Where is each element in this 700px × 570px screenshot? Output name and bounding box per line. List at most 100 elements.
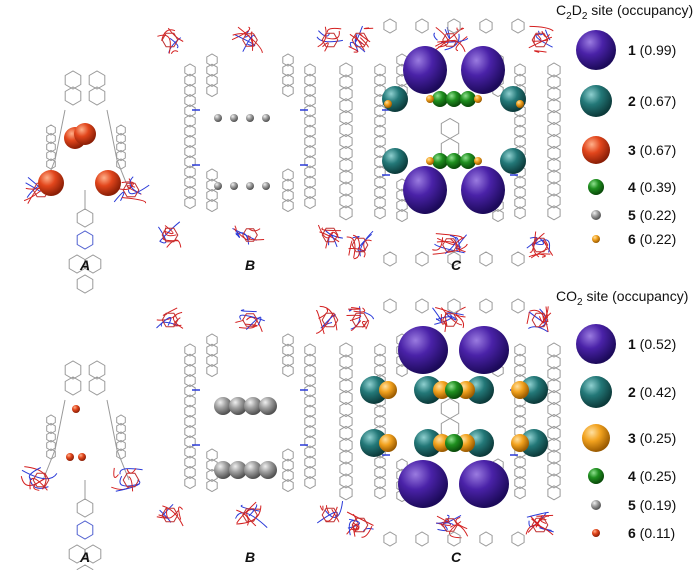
benzene-ring [184,114,196,128]
benzene-ring [304,445,316,459]
ligand-bond [316,36,343,43]
benzene-ring [46,149,56,162]
site-sphere-green [446,91,462,107]
benzene-ring [184,353,196,367]
benzene-ring [304,363,316,377]
benzene-ring [76,208,94,228]
benzene-ring [116,422,126,435]
benzene-ring [547,413,561,429]
benzene-ring [351,312,369,328]
ligand-bond [436,515,452,526]
panel-letter-bottom-C: C [451,549,462,565]
site-sphere-orange [426,95,434,103]
benzene-ring [122,182,140,198]
benzene-ring [64,376,82,396]
benzene-ring [339,413,353,429]
benzene-ring [514,486,526,500]
benzene-ring [184,476,196,490]
ligand-bond [29,476,49,489]
ligand-bond [539,253,546,258]
benzene-ring [447,18,461,34]
site-sphere-gray [230,114,238,122]
benzene-ring [184,435,196,449]
benzene-ring [161,227,179,243]
benzene-ring [339,366,353,382]
site-number: 5 [628,207,636,223]
benzene-ring [479,531,493,547]
site-sphere-purple [403,46,447,94]
ligand-bond [535,33,553,48]
benzene-ring [184,445,196,459]
benzene-ring [514,63,526,77]
legend-label-top-6: 6 (0.22) [628,231,676,247]
site-sphere-teal [360,376,388,404]
legend-sphere-bottom-5 [591,500,601,510]
benzene-ring [374,465,386,479]
benzene-ring [339,98,353,114]
site-sphere-orange [384,100,392,108]
benzene-ring [304,145,316,159]
benzene-ring [514,196,526,210]
benzene-ring [339,390,353,406]
benzene-ring [206,53,218,67]
benzene-ring [282,364,294,378]
ligand-bond [248,504,258,517]
site-sphere-teal [414,429,442,457]
site-sphere-purple [398,460,448,508]
benzene-ring [184,404,196,418]
benzene-ring [339,145,353,161]
benzene-ring [304,435,316,449]
benzene-ring [206,84,218,98]
panel-letter-top-B: B [245,257,255,273]
site-sphere-green [432,153,448,169]
ligand-bond [240,504,260,512]
benzene-ring [514,353,526,367]
ligand-bond [319,505,324,511]
legend-label-top-4: 4 (0.39) [628,179,676,195]
benzene-ring [184,134,196,148]
ligand-bond [317,26,327,48]
benzene-ring [447,531,461,547]
ligand-bond [435,233,463,239]
benzene-ring [184,384,196,398]
benzene-ring [88,86,106,106]
benzene-ring [161,32,179,48]
benzene-ring [374,63,386,77]
panel-c-structure-bottom [339,298,561,547]
benzene-ring [514,124,526,138]
benzene-ring [339,133,353,149]
site-sphere-gray [214,461,232,479]
benzene-ring [116,141,126,153]
benzene-ring [339,437,353,453]
legend-sphere-bottom-4 [588,468,604,484]
arm-bond [106,109,130,191]
benzene-ring [374,404,386,418]
site-sphere-green [432,91,448,107]
ligand-bond [437,39,456,43]
benzene-ring [415,18,429,34]
legend: 1 (0.99)2 (0.67)3 (0.67)4 (0.39)5 (0.22)… [576,30,676,541]
benzene-ring [88,376,106,396]
legend-label-top-5: 5 (0.22) [628,207,676,223]
ligand-bond [357,233,372,252]
benzene-ring [32,472,50,488]
ligand-bond [533,232,545,258]
benzene-ring [440,397,460,420]
panel-letter-bottom-B: B [245,549,255,565]
benzene-ring [304,196,316,210]
benzene-ring [514,476,526,490]
benzene-ring [547,366,561,382]
ligand-bond [346,314,362,322]
benzene-ring [184,73,196,87]
benzene-ring [282,168,294,182]
benzene-ring [184,83,196,97]
ligand-bond [352,522,359,530]
site-sphere-orange [379,434,397,452]
benzene-ring [479,18,493,34]
benzene-ring [514,134,526,148]
site-sphere-purple [398,326,448,374]
ligand-bond [455,36,468,52]
benzene-ring [206,448,218,462]
ligand-bond [128,476,134,492]
benzene-ring [442,313,458,327]
